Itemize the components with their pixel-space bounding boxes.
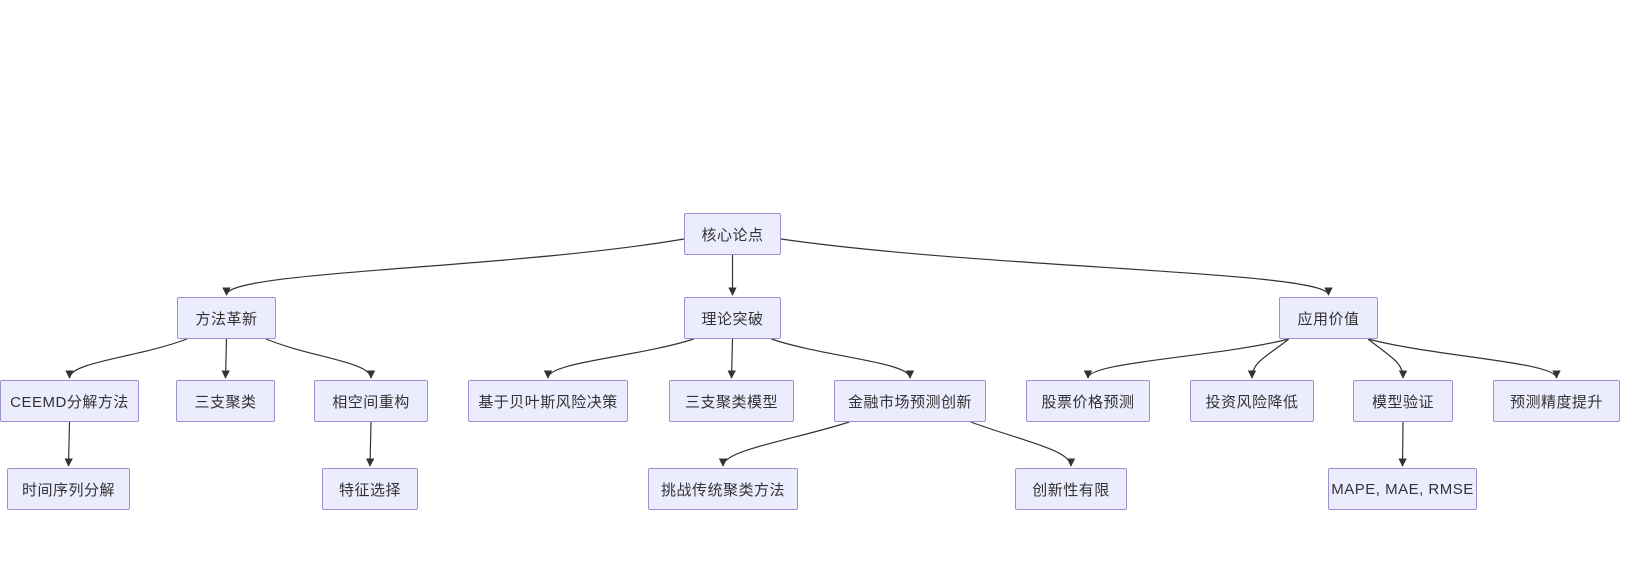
edge-phase-space-reconstruction--feature-selection [365,421,375,467]
node-label: 理论突破 [701,310,764,328]
node-label: 投资风险降低 [1205,393,1299,411]
node-label: 基于贝叶斯风险决策 [478,393,618,411]
edge-financial-market-forecast-innovation--challenge-traditional-clustering [718,421,850,467]
edge-application-value--forecast-accuracy-improvement [1367,338,1561,379]
edge-theory-breakthrough--three-way-clustering-model [727,338,736,379]
node-investment-risk-reduction: 投资风险降低 [1190,380,1314,422]
node-forecast-accuracy-improvement: 预测精度提升 [1493,380,1620,422]
node-label: 三支聚类模型 [684,393,778,411]
node-phase-space-reconstruction: 相空间重构 [314,380,428,422]
edge-theory-breakthrough--bayesian-risk-decision [543,338,694,379]
node-label: 三支聚类 [194,393,257,411]
node-evaluation-metrics: MAPE, MAE, RMSE [1328,468,1477,510]
node-label: MAPE, MAE, RMSE [1331,480,1474,498]
node-label: 核心论点 [701,226,764,244]
edge-application-value--model-validation [1367,338,1408,379]
node-label: 金融市场预测创新 [847,393,972,411]
node-three-way-clustering-model: 三支聚类模型 [669,380,794,422]
edge-application-value--stock-price-prediction [1083,338,1290,379]
node-label: 创新性有限 [1032,481,1110,499]
edge-theory-breakthrough--financial-market-forecast-innovation [771,338,915,379]
node-label: 股票价格预测 [1041,393,1135,411]
edge-model-validation--evaluation-metrics [1398,421,1407,467]
node-ceemd-decomposition: CEEMD分解方法 [0,380,139,422]
edge-method-innovation--three-way-clustering [221,338,230,379]
node-application-value: 应用价值 [1279,297,1378,339]
edge-ceemd-decomposition--time-series-decomposition [64,421,73,467]
edge-method-innovation--phase-space-reconstruction [265,338,376,379]
node-label: 相空间重构 [332,393,410,411]
edge-core-thesis--application-value [780,238,1333,296]
node-label: 应用价值 [1297,310,1360,328]
node-label: CEEMD分解方法 [10,393,129,411]
node-label: 预测精度提升 [1509,393,1603,411]
edge-application-value--investment-risk-reduction [1247,338,1290,379]
edge-core-thesis--method-innovation [222,238,685,296]
node-label: 模型验证 [1371,393,1434,411]
node-theory-breakthrough: 理论突破 [684,297,781,339]
node-label: 挑战传统聚类方法 [660,481,785,499]
node-challenge-traditional-clustering: 挑战传统聚类方法 [648,468,798,510]
node-financial-market-forecast-innovation: 金融市场预测创新 [834,380,986,422]
node-limited-innovation: 创新性有限 [1015,468,1127,510]
edge-method-innovation--ceemd-decomposition [65,338,188,379]
node-model-validation: 模型验证 [1353,380,1453,422]
node-method-innovation: 方法革新 [177,297,276,339]
node-feature-selection: 特征选择 [322,468,418,510]
node-time-series-decomposition: 时间序列分解 [7,468,130,510]
node-stock-price-prediction: 股票价格预测 [1026,380,1150,422]
node-bayesian-risk-decision: 基于贝叶斯风险决策 [468,380,628,422]
node-label: 时间序列分解 [21,481,115,499]
node-core-thesis: 核心论点 [684,213,781,255]
node-label: 方法革新 [195,310,258,328]
node-three-way-clustering: 三支聚类 [176,380,275,422]
edge-financial-market-forecast-innovation--limited-innovation [970,421,1076,467]
node-label: 特征选择 [338,481,401,499]
